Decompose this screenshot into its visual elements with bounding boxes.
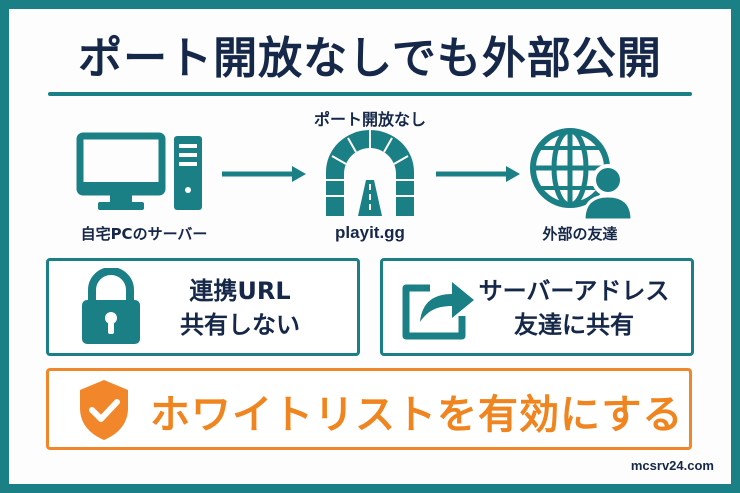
title-underline [48,92,692,96]
whitelist-banner-text: ホワイトリストを有効にする [150,392,684,438]
card-share-line1: サーバーアドレス [478,277,670,305]
shield-check-icon [76,378,132,446]
node-label-playit: playit.gg [335,223,405,242]
node-label-friend: 外部の友達 [542,225,618,243]
padlock-icon [80,267,142,350]
card-share-line2: 友達に共有 [514,311,634,339]
share-icon [400,272,476,346]
tunnel-icon [322,128,418,222]
desktop-pc-icon [76,132,206,220]
arrow-right-icon [222,164,308,188]
node-label-home-server: 自宅PCのサーバー [80,225,208,243]
card-url-line1: 連携URL [189,277,291,305]
globe-user-icon [528,126,634,224]
tunnel-caption: ポート開放なし [313,110,426,129]
arrow-right-icon [436,164,522,188]
card-url-line2: 共有しない [180,311,300,339]
whitelist-banner [46,368,692,450]
page-title: ポート開放なしでも外部公開 [78,33,662,84]
site-url: mcsrv24.com [630,458,714,473]
